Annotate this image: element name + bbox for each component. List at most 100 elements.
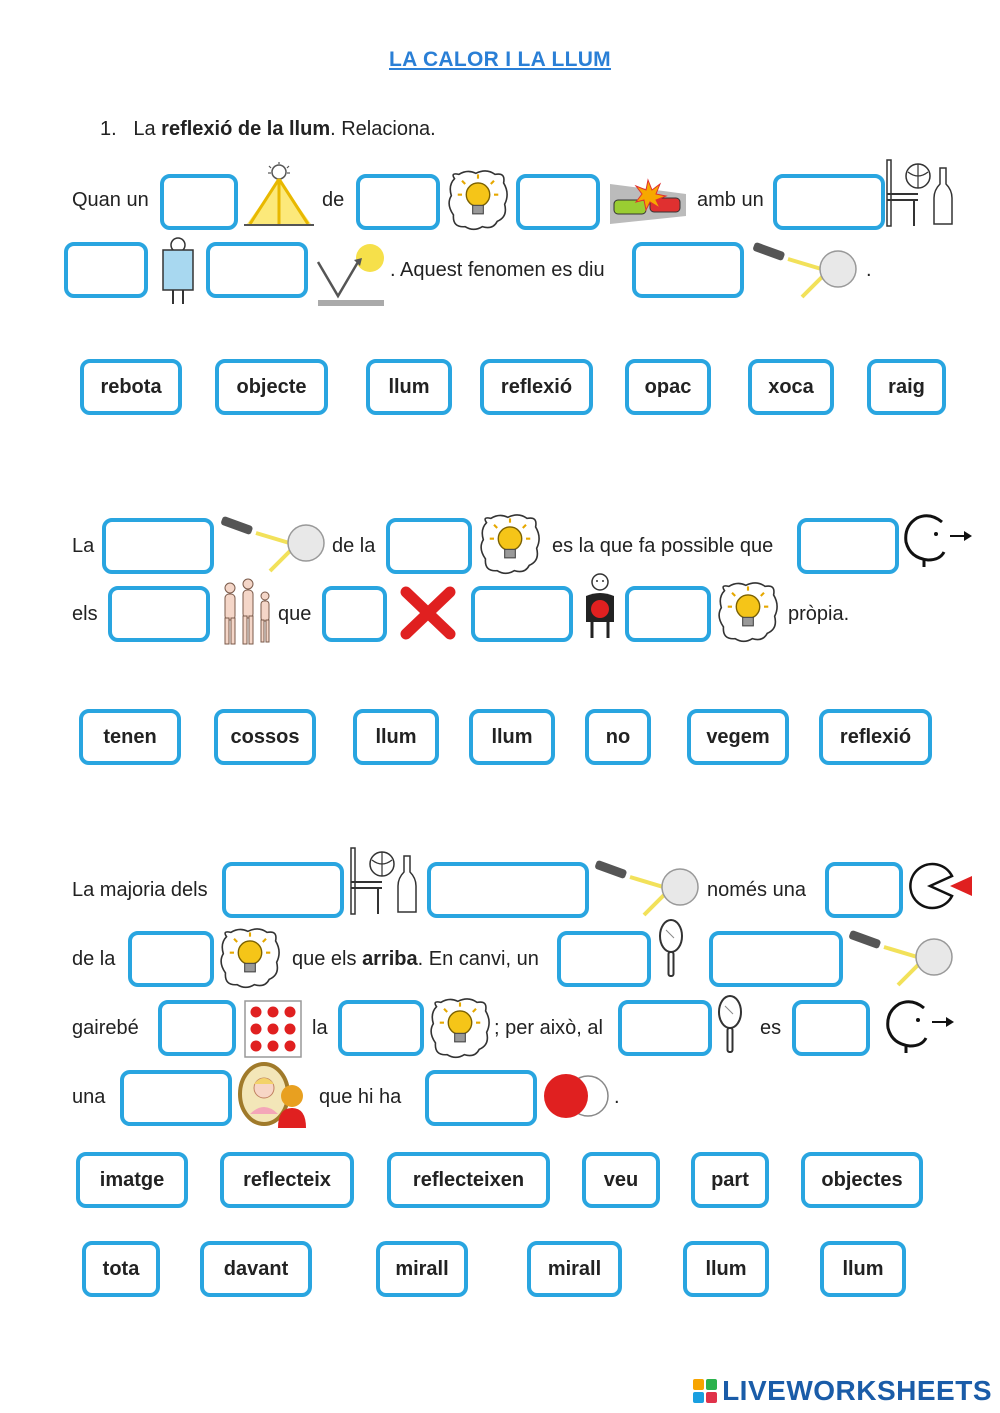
s3-option-12[interactable]: llum: [820, 1241, 906, 1297]
s1-text-5: .: [866, 259, 872, 281]
s3-blank-7[interactable]: [158, 1000, 236, 1056]
s1-option-2[interactable]: objecte: [215, 359, 328, 415]
see-eye-icon: [902, 512, 972, 567]
s2-blank-1[interactable]: [102, 518, 214, 574]
s3-text-4b: arriba: [362, 948, 418, 970]
instruction-pre: La: [133, 118, 162, 140]
reflection-icon: [218, 512, 328, 574]
s1-blank-3[interactable]: [516, 174, 600, 230]
opaque-person-icon: [162, 237, 194, 304]
s3-option-10[interactable]: mirall: [527, 1241, 622, 1297]
light-bulb-icon: [428, 996, 492, 1060]
instruction-bold: reflexió de la llum: [161, 118, 331, 140]
s3-blank-11[interactable]: [120, 1070, 232, 1126]
s3-text-8: es: [760, 1017, 782, 1039]
s1-text-3: amb un: [697, 189, 764, 211]
s2-option-1[interactable]: tenen: [79, 709, 181, 765]
cross-no-icon: [400, 586, 456, 640]
s1-option-4[interactable]: reflexió: [480, 359, 593, 415]
s3-text-9: una: [72, 1086, 106, 1108]
s3-text-4c: . En canvi, un: [417, 948, 539, 970]
have-icon: [586, 573, 614, 638]
s2-blank-6[interactable]: [471, 586, 573, 642]
s3-option-11[interactable]: llum: [683, 1241, 769, 1297]
s3-blank-6[interactable]: [709, 931, 843, 987]
reflection-icon: [846, 926, 956, 988]
s1-option-5[interactable]: opac: [625, 359, 711, 415]
s3-text-1: La majoria dels: [72, 879, 208, 901]
s3-blank-12[interactable]: [425, 1070, 537, 1126]
s2-blank-3[interactable]: [797, 518, 899, 574]
all-dots-icon: [244, 1000, 302, 1058]
s1-blank-1[interactable]: [160, 174, 238, 230]
s2-text-6: pròpia.: [788, 603, 850, 625]
s3-option-4[interactable]: veu: [582, 1152, 660, 1208]
s3-option-2[interactable]: reflecteix: [220, 1152, 354, 1208]
s3-text-4: que els arriba. En canvi, un: [292, 947, 539, 971]
s3-blank-3[interactable]: [825, 862, 903, 918]
s3-text-2: només una: [707, 879, 806, 901]
instruction-post: . Relaciona.: [330, 118, 436, 140]
objects-icon: [348, 846, 418, 916]
s1-text-2: de: [322, 189, 345, 211]
s1-option-3[interactable]: llum: [366, 359, 452, 415]
s2-option-3[interactable]: llum: [353, 709, 439, 765]
s3-option-6[interactable]: objectes: [801, 1152, 923, 1208]
s3-text-11: .: [614, 1086, 620, 1108]
light-bulb-icon: [716, 580, 780, 644]
objects-icon: [884, 158, 954, 228]
s1-option-7[interactable]: raig: [867, 359, 946, 415]
s1-blank-6[interactable]: [206, 242, 308, 298]
instruction-number: 1.: [100, 118, 117, 140]
mirror-image-icon: [238, 1062, 306, 1128]
s1-blank-2[interactable]: [356, 174, 440, 230]
s3-option-3[interactable]: reflecteixen: [387, 1152, 550, 1208]
s3-option-1[interactable]: imatge: [76, 1152, 188, 1208]
s3-blank-2[interactable]: [427, 862, 589, 918]
s2-option-6[interactable]: vegem: [687, 709, 789, 765]
s3-text-10: que hi ha: [319, 1086, 402, 1108]
see-eye-icon: [884, 998, 954, 1053]
in-front-icon: [544, 1074, 609, 1118]
s3-option-8[interactable]: davant: [200, 1241, 312, 1297]
s2-option-4[interactable]: llum: [469, 709, 555, 765]
s3-blank-9[interactable]: [618, 1000, 712, 1056]
s1-blank-5[interactable]: [64, 242, 148, 298]
light-bulb-icon: [478, 512, 542, 576]
s1-blank-7[interactable]: [632, 242, 744, 298]
s3-blank-4[interactable]: [128, 931, 214, 987]
logo-grid-icon: [693, 1379, 718, 1403]
s1-option-1[interactable]: rebota: [80, 359, 182, 415]
s1-text-1: Quan un: [72, 189, 149, 211]
s2-text-2: de la: [332, 535, 376, 557]
s3-blank-1[interactable]: [222, 862, 344, 918]
s3-option-5[interactable]: part: [691, 1152, 769, 1208]
s2-blank-5[interactable]: [322, 586, 387, 642]
reflection-icon: [592, 856, 702, 918]
s2-blank-7[interactable]: [625, 586, 711, 642]
s3-option-7[interactable]: tota: [82, 1241, 160, 1297]
s3-blank-5[interactable]: [557, 931, 651, 987]
s1-text-4: . Aquest fenomen es diu: [390, 259, 605, 281]
reflection-icon: [750, 238, 860, 300]
s2-text-3: es la que fa possible que: [552, 535, 774, 557]
light-bulb-icon: [446, 168, 510, 232]
bodies-icon: [224, 578, 270, 645]
page-title: LA CALOR I LA LLUM: [389, 48, 611, 71]
s3-blank-8[interactable]: [338, 1000, 424, 1056]
s2-blank-2[interactable]: [386, 518, 472, 574]
bounce-icon: [316, 244, 384, 306]
s2-option-2[interactable]: cossos: [214, 709, 316, 765]
s3-blank-10[interactable]: [792, 1000, 870, 1056]
instruction: 1. La reflexió de la llum. Relaciona.: [100, 118, 436, 141]
s2-option-5[interactable]: no: [585, 709, 651, 765]
s3-option-9[interactable]: mirall: [376, 1241, 468, 1297]
part-pie-icon: [909, 862, 972, 910]
s2-option-7[interactable]: reflexió: [819, 709, 932, 765]
s1-option-6[interactable]: xoca: [748, 359, 834, 415]
logo-text: LIVEWORKSHEETS: [722, 1375, 992, 1406]
s2-blank-4[interactable]: [108, 586, 210, 642]
car-crash-icon: [610, 178, 686, 224]
s1-blank-4[interactable]: [773, 174, 885, 230]
s3-text-5: gairebé: [72, 1017, 139, 1039]
